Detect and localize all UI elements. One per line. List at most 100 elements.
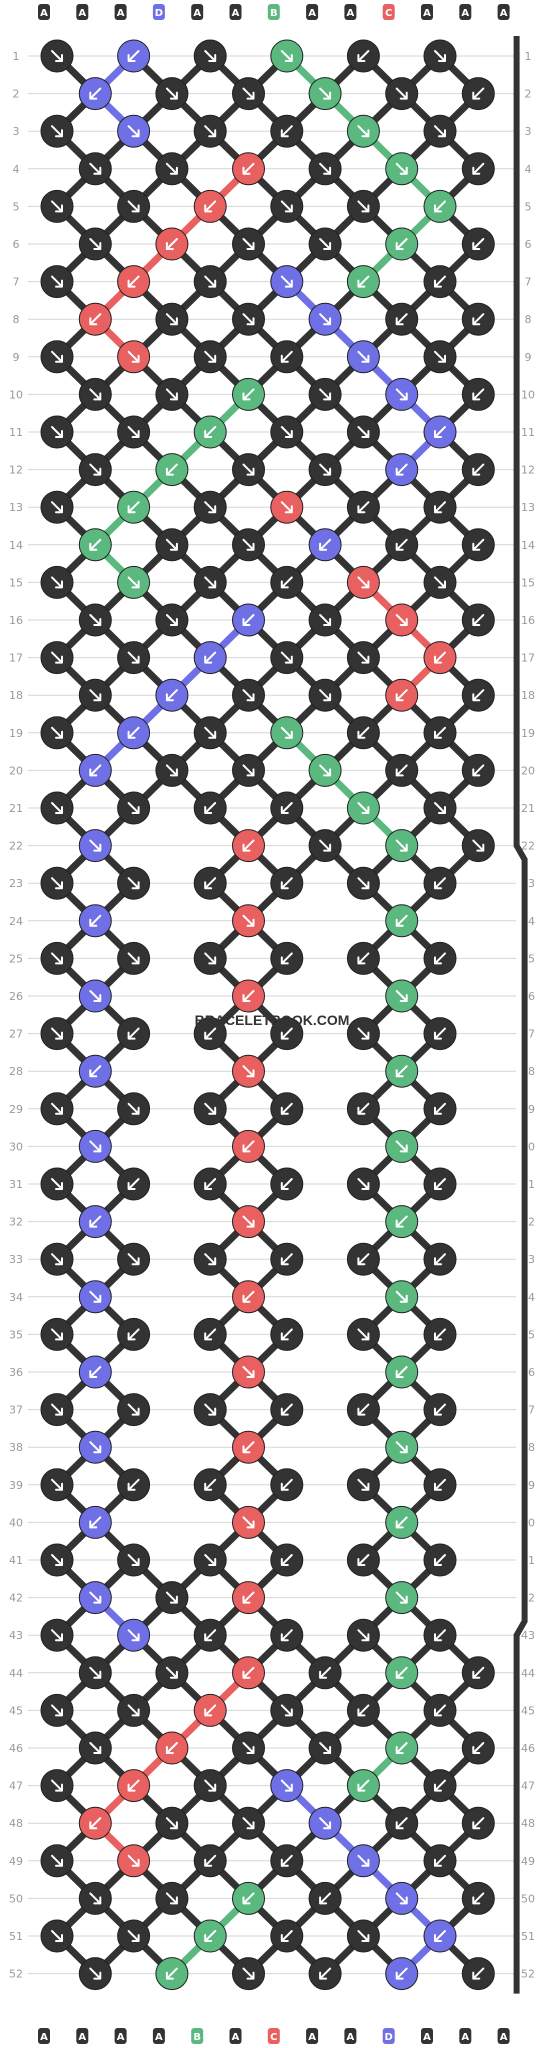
arrow-down-right-icon (165, 1666, 178, 1679)
arrow-down-left-icon (434, 1930, 446, 1942)
knot-12-3 (155, 453, 189, 487)
row-number-right: 22 (521, 840, 535, 853)
strand-tab (421, 4, 433, 20)
knot-26-9 (385, 979, 419, 1013)
row-number-left: 3 (13, 125, 20, 138)
knot-17-8 (346, 641, 380, 675)
arrow-down-left-icon (204, 877, 217, 890)
knot-45-2 (117, 1693, 151, 1727)
arrow-down-right-icon (89, 990, 102, 1002)
bottom-strand-2: A (114, 2028, 127, 2044)
arrow-down-right-icon (357, 651, 370, 664)
knot-8-9 (385, 302, 419, 336)
knot-34-9 (385, 1280, 419, 1314)
knot-46-5 (232, 1731, 265, 1765)
arrow-down-right-icon (242, 1516, 255, 1529)
edge-strand-right (513, 36, 528, 1994)
arrow-down-right-icon (242, 1215, 255, 1228)
knot-2-5 (232, 77, 265, 111)
knot-52-11 (461, 1957, 495, 1991)
strand-tab (344, 2028, 357, 2044)
strand-letter: C (385, 8, 392, 19)
arrow-down-right-icon (165, 313, 178, 326)
arrow-down-right-icon (357, 802, 370, 814)
arrow-down-right-icon (89, 1140, 102, 1153)
knot-12-7 (308, 453, 342, 487)
arrow-down-left-icon (395, 463, 408, 476)
arrow-down-right-icon (395, 162, 408, 175)
knot-29-0 (40, 1092, 74, 1126)
arrow-down-right-icon (204, 952, 217, 965)
arrow-down-left-icon (434, 726, 446, 739)
knot-2-9 (385, 77, 419, 111)
knot-47-8 (346, 1769, 380, 1803)
knot-4-1 (78, 152, 112, 186)
arrow-down-left-icon (165, 1742, 178, 1754)
arrow-down-left-icon (89, 914, 102, 927)
arrow-down-right-icon (51, 726, 63, 739)
arrow-down-right-icon (242, 238, 255, 250)
knot-43-10 (423, 1618, 457, 1652)
knot-7-10 (423, 265, 457, 299)
knot-44-7 (308, 1656, 342, 1690)
arrow-down-left-icon (472, 463, 485, 476)
knot-21-2 (117, 791, 151, 825)
row-number-left: 29 (9, 1103, 23, 1116)
arrow-down-right-icon (51, 576, 63, 589)
arrow-down-right-icon (204, 726, 217, 739)
knot-24-9 (385, 904, 419, 938)
arrow-down-right-icon (395, 839, 408, 852)
arrow-down-left-icon (89, 538, 102, 551)
knot-41-6 (270, 1543, 304, 1577)
strand-letter: A (347, 8, 355, 19)
arrow-down-left-icon (395, 689, 408, 702)
knot-28-1 (78, 1054, 112, 1088)
knot-20-1 (78, 753, 112, 787)
arrow-down-right-icon (165, 162, 178, 175)
arrow-down-right-icon (51, 1328, 63, 1341)
knot-5-2 (117, 189, 151, 223)
arrow-down-left-icon (434, 275, 446, 288)
strand-tab (191, 2028, 204, 2044)
arrow-down-right-icon (127, 350, 140, 363)
arrow-down-right-icon (395, 990, 408, 1002)
knot-15-2 (117, 565, 151, 599)
arrow-down-left-icon (472, 87, 485, 100)
row-number-left: 49 (9, 1855, 23, 1868)
knot-28-5 (232, 1054, 265, 1088)
knot-1-4 (193, 39, 227, 73)
arrow-down-left-icon (472, 764, 485, 777)
arrow-down-left-icon (280, 1629, 293, 1642)
strand-letter: A (423, 2032, 431, 2043)
arrow-down-right-icon (204, 275, 217, 288)
strand-letter: A (117, 2032, 125, 2043)
arrow-down-left-icon (204, 651, 217, 664)
arrow-down-left-icon (434, 1779, 446, 1792)
arrow-down-right-icon (127, 1554, 140, 1566)
knot-41-8 (346, 1543, 380, 1577)
strand-tab (267, 4, 280, 20)
arrow-down-right-icon (204, 501, 217, 514)
arrow-down-right-icon (242, 1366, 255, 1378)
knot-8-7 (308, 302, 342, 336)
arrow-down-right-icon (204, 576, 217, 589)
knot-51-2 (117, 1919, 151, 1953)
knot-13-10 (423, 490, 457, 524)
arrow-down-left-icon (242, 1140, 255, 1153)
knot-39-10 (423, 1468, 457, 1502)
knot-21-4 (193, 791, 227, 825)
knot-36-5 (232, 1355, 265, 1389)
arrow-down-left-icon (434, 1027, 446, 1040)
strand-tab (76, 2028, 89, 2044)
arrow-down-right-icon (127, 200, 140, 213)
strand-tab (229, 4, 242, 20)
knot-44-1 (78, 1656, 112, 1690)
top-strand-5: A (229, 4, 242, 20)
row-number-right: 43 (521, 1629, 535, 1642)
arrow-down-right-icon (51, 1704, 63, 1717)
arrow-down-right-icon (319, 614, 332, 626)
arrow-down-left-icon (395, 1666, 408, 1679)
knot-6-5 (232, 227, 265, 261)
arrow-down-right-icon (357, 1854, 370, 1867)
knot-33-10 (423, 1242, 457, 1276)
